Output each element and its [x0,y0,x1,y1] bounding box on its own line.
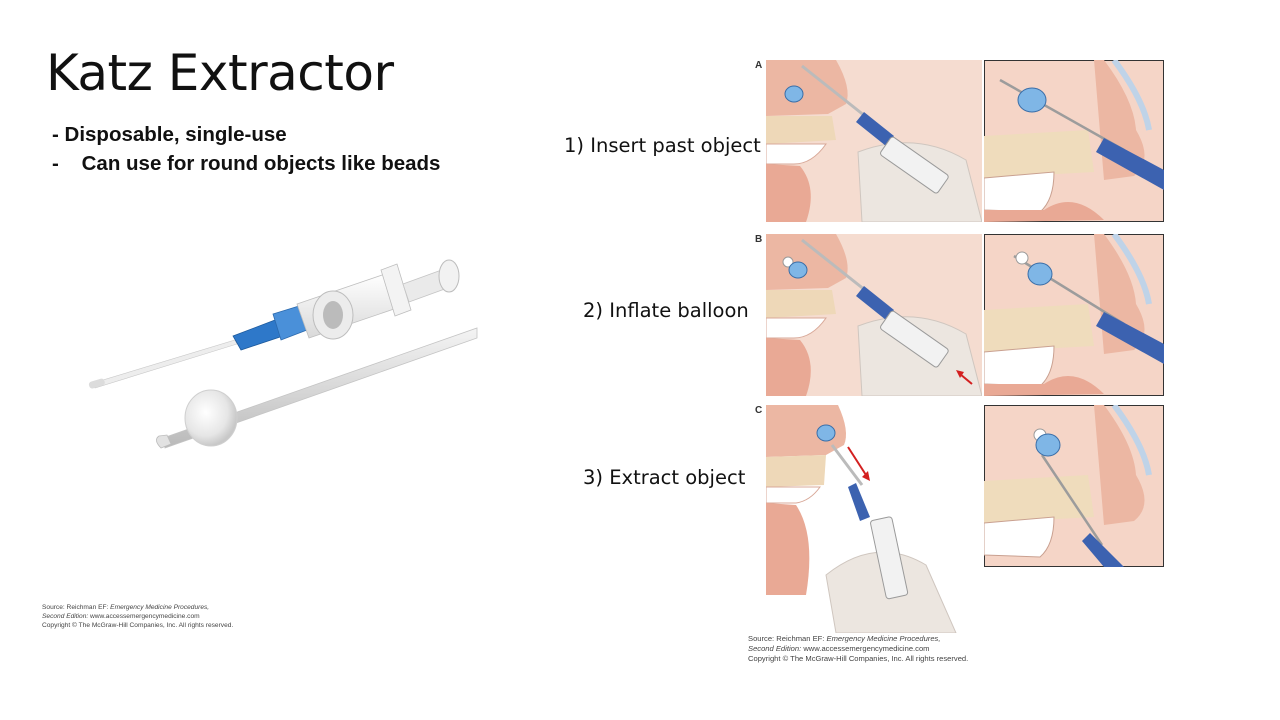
panel-letter-a: A [755,60,763,71]
bullet-list: - Disposable, single-use - Can use for r… [52,120,440,178]
step-inflate: 2) Inflate balloon [583,299,749,322]
panel-letter-b: B [755,234,763,245]
syringe-catheter [92,339,238,389]
source-left-url: www.accessemergencymedicine.com [88,613,200,620]
source-left-edition: Second Edition: [42,613,89,620]
source-right-edition: Second Edition: [748,644,802,653]
arrow-red-c [847,446,867,476]
balloon [184,389,238,447]
illustration-c-left [766,405,982,633]
bullet-disposable: - Disposable, single-use [52,123,287,146]
source-right-prefix: Source: Reichman EF: [748,634,827,643]
source-right-copyright: Copyright © The McGraw-Hill Companies, I… [748,654,969,663]
step-insert: 1) Insert past object [564,134,761,157]
illustration-b-left [766,234,982,396]
source-left-book: Emergency Medicine Procedures, [110,604,210,611]
source-left-prefix: Source: Reichman EF: [42,604,111,611]
step-extract: 3) Extract object [583,466,746,489]
slide-title: Katz Extractor [46,44,394,102]
illustration-a-right [984,60,1164,222]
source-right-url: www.accessemergencymedicine.com [801,644,930,653]
source-citation-right: Source: Reichman EF: Emergency Medicine … [748,634,968,664]
source-citation-left: Source: Reichman EF: Emergency Medicine … [42,603,233,630]
illustration-c-right [984,405,1164,567]
panel-letter-c: C [755,405,763,416]
illustration-a-left [766,60,982,222]
blue-hub [232,319,284,351]
source-left-copyright: Copyright © The McGraw-Hill Companies, I… [42,622,234,629]
source-right-book: Emergency Medicine Procedures, [826,634,941,643]
arrow-red-b [959,373,973,385]
bullet-round-objects: - Can use for round objects like beads [52,152,441,175]
katz-extractor-image [88,259,478,449]
illustration-b-right [984,234,1164,396]
